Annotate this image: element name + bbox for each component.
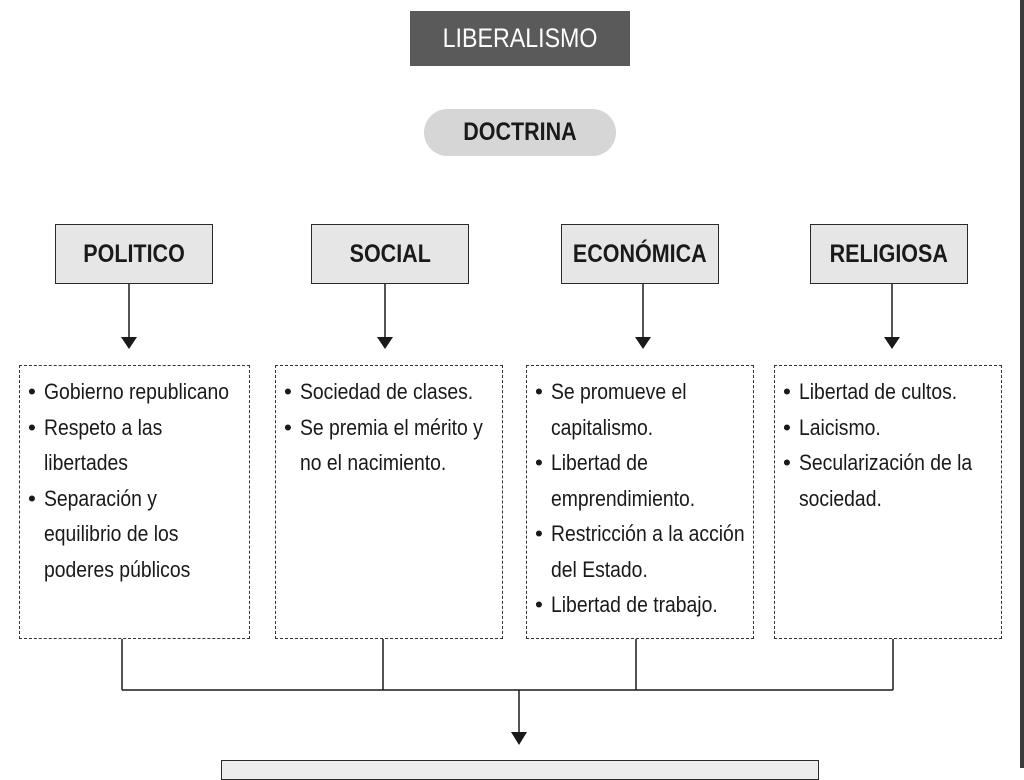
doctrine-node: DOCTRINA bbox=[424, 109, 616, 156]
category-label: POLITICO bbox=[83, 239, 185, 268]
result-box bbox=[221, 760, 819, 780]
category-religiosa: RELIGIOSA bbox=[810, 224, 968, 284]
doctrine-label: DOCTRINA bbox=[463, 118, 577, 146]
category-label: RELIGIOSA bbox=[829, 239, 949, 268]
arrowhead-politico bbox=[121, 337, 137, 349]
arrowhead-merge bbox=[511, 732, 527, 745]
detail-item: Libertad de trabajo. bbox=[535, 587, 745, 623]
detail-item: Se premia el mérito yno el nacimiento. bbox=[284, 410, 494, 481]
detail-item: Libertad de cultos. bbox=[783, 374, 993, 410]
detail-box-social: Sociedad de clases. Se premia el mérito … bbox=[275, 365, 503, 639]
title-box: LIBERALISMO bbox=[410, 11, 630, 66]
detail-box-politico: Gobierno republicano Respeto a laslibert… bbox=[19, 365, 250, 639]
category-label: SOCIAL bbox=[349, 239, 431, 268]
category-label: ECONÓMICA bbox=[573, 239, 707, 268]
diagram-title: LIBERALISMO bbox=[442, 23, 598, 53]
slide-edge bbox=[1020, 0, 1024, 768]
category-social: SOCIAL bbox=[311, 224, 469, 284]
detail-item: Gobierno republicano bbox=[28, 374, 241, 410]
category-economica: ECONÓMICA bbox=[561, 224, 719, 284]
detail-box-religiosa: Libertad de cultos. Laicismo. Seculariza… bbox=[774, 365, 1002, 639]
arrowhead-economica bbox=[635, 337, 651, 349]
category-politico: POLITICO bbox=[55, 224, 213, 284]
arrowhead-social bbox=[377, 337, 393, 349]
arrowhead-religiosa bbox=[884, 337, 900, 349]
detail-item: Laicismo. bbox=[783, 410, 993, 446]
detail-item: Sociedad de clases. bbox=[284, 374, 494, 410]
